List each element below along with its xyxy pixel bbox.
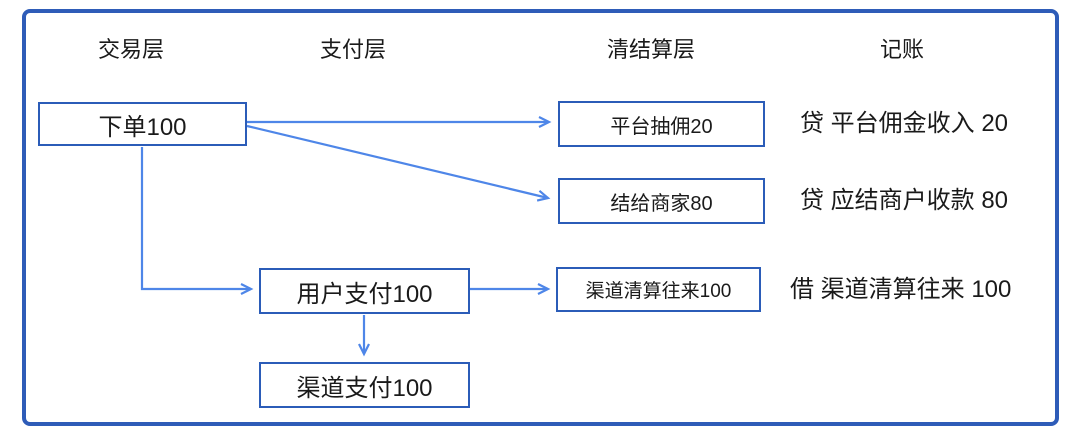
ledger-entry-commission-income: 贷 平台佣金收入 20: [800, 110, 1009, 137]
ledger-entry-channel-clearing: 借 渠道清算往来 100: [790, 276, 1012, 303]
node-user-payment: 用户支付100: [259, 268, 470, 314]
node-settle-merchant: 结给商家80: [558, 178, 765, 224]
diagram-outer-border: [22, 9, 1059, 426]
node-channel-payment: 渠道支付100: [259, 362, 470, 408]
ledger-entry-merchant-receivable: 贷 应结商户收款 80: [800, 187, 1009, 214]
node-channel-clearing: 渠道清算往来100: [556, 267, 761, 312]
column-header-clearing-layer: 清结算层: [606, 37, 695, 62]
node-order: 下单100: [38, 102, 247, 146]
column-header-bookkeeping: 记账: [879, 37, 924, 62]
column-header-transaction-layer: 交易层: [97, 37, 164, 62]
node-platform-commission: 平台抽佣20: [558, 101, 765, 147]
column-header-payment-layer: 支付层: [319, 37, 386, 62]
